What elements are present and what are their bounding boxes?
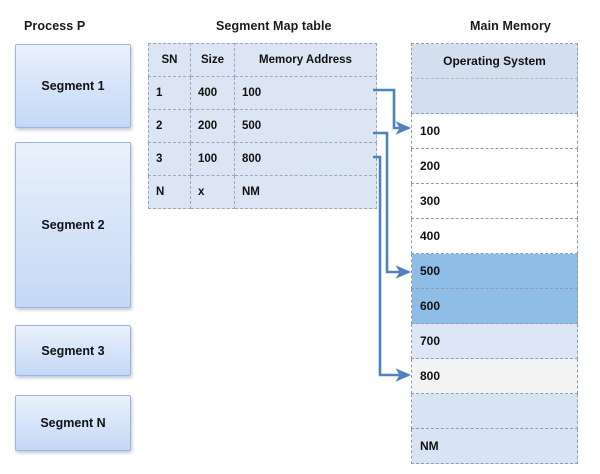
cell-sn: 2 bbox=[148, 109, 191, 143]
memory-cell-operating-system: Operating System bbox=[411, 43, 578, 79]
process-segment-box-3[interactable]: Segment 3 bbox=[15, 325, 131, 376]
memory-row[interactable] bbox=[411, 78, 578, 114]
cell-sn: N bbox=[148, 175, 191, 209]
cell-address: 500 bbox=[234, 109, 377, 143]
memory-cell-700: 700 bbox=[411, 323, 578, 359]
memory-row[interactable]: 300 bbox=[411, 183, 578, 219]
memory-row[interactable]: 100 bbox=[411, 113, 578, 149]
memory-cell-200: 200 bbox=[411, 148, 578, 184]
header-memory-address: Memory Address bbox=[234, 43, 377, 77]
memory-row[interactable]: 700 bbox=[411, 323, 578, 359]
cell-sn: 1 bbox=[148, 76, 191, 110]
main-memory-table: Operating System 100 200 300 400 500 600 bbox=[411, 43, 578, 464]
cell-size: 100 bbox=[190, 142, 235, 176]
memory-cell-800: 800 bbox=[411, 358, 578, 394]
arrow-seg2-to-500 bbox=[373, 131, 412, 279]
arrow-seg3-to-800 bbox=[373, 155, 412, 382]
table-row[interactable]: 1 400 100 bbox=[148, 76, 377, 110]
process-segment-box-1[interactable]: Segment 1 bbox=[15, 44, 131, 128]
cell-size: 400 bbox=[190, 76, 235, 110]
memory-row[interactable]: 800 bbox=[411, 358, 578, 394]
cell-size: x bbox=[190, 175, 235, 209]
segment-map-table: SN Size Memory Address 1 400 100 2 200 5… bbox=[148, 43, 377, 209]
process-column-title: Process P bbox=[24, 19, 86, 33]
memory-cell-400: 400 bbox=[411, 218, 578, 254]
memory-cell-blank bbox=[411, 393, 578, 429]
memory-row[interactable]: 600 bbox=[411, 288, 578, 324]
cell-address: 100 bbox=[234, 76, 377, 110]
segment-label: Segment 3 bbox=[41, 343, 105, 358]
table-row[interactable]: 3 100 800 bbox=[148, 142, 377, 176]
arrow-seg1-to-100 bbox=[373, 88, 412, 135]
memory-row[interactable]: 200 bbox=[411, 148, 578, 184]
table-row[interactable]: N x NM bbox=[148, 175, 377, 209]
segment-label: Segment N bbox=[40, 416, 106, 430]
memory-cell-500: 500 bbox=[411, 253, 578, 289]
process-segment-box-2[interactable]: Segment 2 bbox=[15, 142, 131, 308]
table-row[interactable]: 2 200 500 bbox=[148, 109, 377, 143]
segment-label: Segment 2 bbox=[41, 218, 105, 232]
segment-label: Segment 1 bbox=[41, 79, 105, 93]
cell-address: NM bbox=[234, 175, 377, 209]
memory-row[interactable]: 400 bbox=[411, 218, 578, 254]
memory-row[interactable]: NM bbox=[411, 428, 578, 464]
main-memory-title: Main Memory bbox=[470, 19, 551, 33]
cell-size: 200 bbox=[190, 109, 235, 143]
memory-row[interactable]: 500 bbox=[411, 253, 578, 289]
header-sn: SN bbox=[148, 43, 191, 77]
cell-sn: 3 bbox=[148, 142, 191, 176]
memory-row[interactable]: Operating System bbox=[411, 43, 578, 79]
memory-cell-300: 300 bbox=[411, 183, 578, 219]
table-header-row: SN Size Memory Address bbox=[148, 43, 377, 77]
cell-address: 800 bbox=[234, 142, 377, 176]
memory-cell-600: 600 bbox=[411, 288, 578, 324]
header-size: Size bbox=[190, 43, 235, 77]
process-segment-box-n[interactable]: Segment N bbox=[15, 395, 131, 451]
memory-row[interactable] bbox=[411, 393, 578, 429]
segment-map-table-title: Segment Map table bbox=[216, 19, 332, 33]
memory-cell-operating-system-continued bbox=[411, 78, 578, 114]
memory-cell-nm: NM bbox=[411, 428, 578, 464]
memory-cell-100: 100 bbox=[411, 113, 578, 149]
